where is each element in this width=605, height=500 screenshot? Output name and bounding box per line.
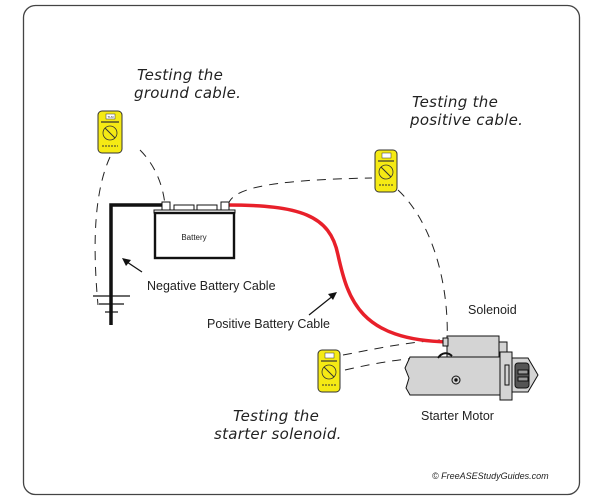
solenoid xyxy=(446,335,500,359)
multimeter-solenoid-icon xyxy=(317,349,341,393)
copyright-credit: © FreeASEStudyGuides.com xyxy=(432,471,549,481)
positive-cable-arrowhead-icon xyxy=(328,292,337,300)
ground-test-annotation-line1: Testing the xyxy=(137,66,223,84)
ground-test-lead-to-battery xyxy=(139,149,166,206)
positive-test-annotation-line1: Testing the xyxy=(412,93,498,111)
positive-cable-label: Positive Battery Cable xyxy=(207,317,330,331)
starter-motor xyxy=(404,335,539,401)
multimeter-positive-icon xyxy=(374,149,398,193)
negative-cable-label: Negative Battery Cable xyxy=(147,279,276,293)
negative-cable-arrowhead-icon xyxy=(122,258,131,266)
positive-test-lead-to-solenoid xyxy=(397,189,448,346)
ground-test-lead-to-ground xyxy=(94,156,111,306)
starter-motor-label: Starter Motor xyxy=(421,409,494,423)
ground-test-annotation-line2: ground cable. xyxy=(134,84,241,102)
svg-text:TLM: TLM xyxy=(108,115,115,119)
solenoid-label: Solenoid xyxy=(468,303,517,317)
solenoid-test-annotation-line2: starter solenoid. xyxy=(214,425,342,443)
battery-label: Battery xyxy=(181,233,206,242)
positive-cable-arrow xyxy=(308,294,335,316)
positive-battery-cable xyxy=(225,203,449,344)
positive-test-lead-to-battery xyxy=(227,177,373,206)
positive-test-annotation-line2: positive cable. xyxy=(409,111,523,129)
solenoid-test-annotation-line1: Testing the xyxy=(233,407,319,425)
negative-battery-cable xyxy=(109,203,163,325)
battery: Battery xyxy=(153,201,236,260)
multimeter-ground-icon: TLM xyxy=(97,110,123,154)
solenoid-test-lead-2 xyxy=(344,356,446,371)
ground-symbol-icon xyxy=(93,295,130,313)
